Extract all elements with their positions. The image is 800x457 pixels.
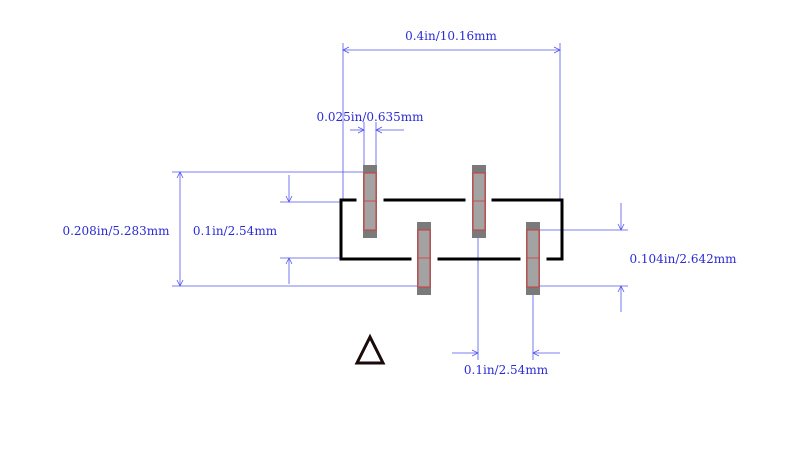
body-height-label: 0.104in/2.642mm (629, 252, 737, 266)
lead-width-label: 0.025in/0.635mm (316, 110, 424, 124)
overall-height-label: 0.208in/5.283mm (62, 224, 170, 238)
pin-bottom-left (417, 222, 431, 295)
lead-pitch-dimension: 0.1in/2.54mm (452, 232, 560, 377)
pin-top-left (363, 165, 377, 238)
lead-width-dimension: 0.025in/0.635mm (316, 110, 424, 170)
triangle-outline-icon (354, 333, 386, 365)
overall-width-label: 0.4in/10.16mm (405, 29, 497, 43)
pin-top-right (472, 165, 486, 238)
pin-bottom-right (526, 222, 540, 295)
row-pitch-label: 0.1in/2.54mm (193, 224, 278, 238)
lead-pitch-label: 0.1in/2.54mm (464, 363, 549, 377)
component-outline (339, 198, 564, 261)
overall-height-dimension: 0.208in/5.283mm (62, 171, 420, 287)
body-height-dimension: 0.104in/2.642mm (540, 203, 737, 312)
overall-width-dimension: 0.4in/10.16mm (342, 29, 561, 200)
row-pitch-dimension: 0.1in/2.54mm (193, 175, 340, 284)
